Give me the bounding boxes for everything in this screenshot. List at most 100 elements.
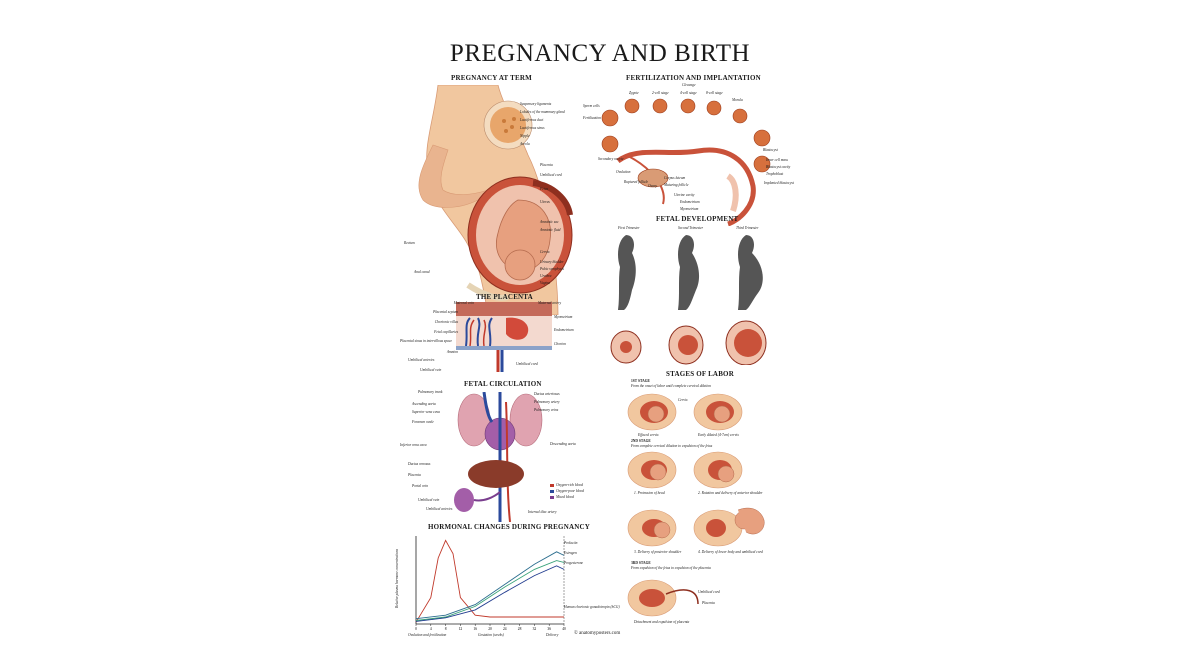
label-uterine-cavity: Uterine cavity [674, 193, 695, 197]
series-label-hcg: Human chorionic gonadotropin (hCG) [564, 605, 620, 609]
label-placenta: Placenta [540, 163, 553, 167]
label-secondary-oocyte: Secondary oocyte [598, 157, 624, 161]
label-first-trimester: First Trimester [618, 226, 640, 230]
legend-swatch-oxygen-rich [550, 483, 554, 487]
label-rectum: Rectum [404, 241, 415, 245]
label-amniotic-sac: Amniotic sac [540, 220, 559, 224]
label-blastocyst-cavity: Blastocyst cavity [766, 165, 791, 169]
label-foramen-ovale: Foramen ovale [412, 420, 434, 424]
label-ruptured-follicle: Ruptured follicle [624, 180, 649, 184]
label-stage3-desc: From expulsion of the fetus to expulsion… [631, 566, 711, 570]
label-morula: Morula [732, 98, 743, 102]
chart-x-tick-label: 16 [473, 627, 477, 631]
label-stage1-desc: From the onset of labor until complete c… [631, 384, 711, 388]
section-title-stages-of-labor: STAGES OF LABOR [666, 370, 734, 378]
series-line-progesterone [415, 565, 565, 622]
chart-x-tick-label: 20 [488, 627, 492, 631]
section-title-hormonal-changes: HORMONAL CHANGES DURING PREGNANCY [428, 523, 590, 531]
legend-label-mixed: Mixed blood [556, 495, 575, 499]
label-amnion: Amnion [446, 350, 458, 354]
label-suspensory-ligaments: Suspensory ligaments [520, 102, 552, 106]
label-urinary-bladder: Urinary bladder [540, 260, 564, 264]
series-label-estrogen: Estrogen [564, 551, 577, 555]
label-anterior-shoulder: 2. Rotation and delivery of anterior sho… [698, 491, 763, 495]
label-endometrium-placenta: Endometrium [554, 328, 574, 332]
label-pulmonary-artery: Pulmonary artery [534, 400, 560, 404]
label-fertilization: Fertilization [583, 116, 601, 120]
series-line-human-chorionic-gonadotropin-hcg [415, 539, 564, 623]
label-corpus-luteum: Corpus luteum [664, 176, 686, 180]
label-2-cell: 2-cell stage [652, 91, 669, 95]
label-internal-iliac-artery: Internal iliac artery [528, 510, 557, 514]
label-fetus: Fetus [540, 187, 548, 191]
label-inferior-vena-cava: Inferior vena cava [400, 443, 427, 447]
label-ovary: Ovary [648, 184, 657, 188]
label-labor-cervix: Cervix [678, 398, 688, 402]
label-zygote: Zygote [629, 91, 639, 95]
label-maturing-follicle: Maturing follicle [664, 183, 689, 187]
chart-delivery-label: Delivery [546, 633, 559, 637]
section-title-fetal-development: FETAL DEVELOPMENT [656, 215, 739, 223]
label-4-cell: 4-cell stage [680, 91, 697, 95]
label-fetal-capillaries: Fetal capillaries [434, 330, 458, 334]
circulation-legend: Oxygen-rich blood Oxygen-poor blood Mixe… [550, 482, 584, 500]
chart-x-tick-label: 28 [518, 627, 522, 631]
label-ovulation: Ovulation [616, 170, 631, 174]
chart-x-tick-label: 4 [430, 627, 432, 631]
label-myometrium-placenta: Myometrium [554, 315, 573, 319]
label-umbilical-vein-placenta: Umbilical vein [420, 368, 442, 372]
label-uterus: Uterus [540, 200, 550, 204]
label-placental-septum: Placental septum [433, 310, 458, 314]
fetal-development-illustration [610, 235, 767, 365]
poster-title: PREGNANCY AND BIRTH [449, 40, 751, 67]
section-title-placenta: THE PLACENTA [476, 293, 533, 301]
label-pubic-symphysis: Pubic symphysis [540, 267, 564, 271]
label-anal-canal: Anal canal [414, 270, 430, 274]
series-label-prolactin: Prolactin [564, 541, 578, 545]
label-umbilical-cord: Umbilical cord [540, 173, 562, 177]
label-urethra: Urethra [540, 274, 552, 278]
label-pulmonary-trunk: Pulmonary trunk [418, 390, 443, 394]
legend-label-oxygen-rich: Oxygen-rich blood [556, 483, 584, 487]
label-ductus-arteriosus: Ductus arteriosus [534, 392, 560, 396]
chart-x-tick-label: 36 [547, 627, 551, 631]
chart-x-tick-label: 0 [415, 627, 417, 631]
label-second-trimester: Second Trimester [678, 226, 704, 230]
label-implanted-blastocyst: Implanted blastocyst [764, 181, 794, 185]
label-umbilical-cord-labor: Umbilical cord [698, 590, 720, 594]
label-ascending-aorta: Ascending aorta [412, 402, 436, 406]
poster: PREGNANCY AND BIRTH PREGNANCY AT TERM Su… [395, 30, 802, 650]
label-early-dilated-cervix: Early dilated (4-7cm) cervix [698, 433, 739, 437]
label-stage2: 2ND STAGE [631, 439, 651, 443]
section-title-fetal-circulation: FETAL CIRCULATION [464, 380, 542, 388]
label-nipple: Nipple [520, 134, 530, 138]
chart-x-tick-label: 40 [562, 627, 566, 631]
label-superior-vena-cava: Superior vena cava [412, 410, 440, 414]
series-line-prolactin [415, 551, 565, 620]
label-myometrium: Myometrium [680, 207, 699, 211]
label-protrusion-of-head: 1. Protrusion of head [634, 491, 665, 495]
legend-mixed: Mixed blood [550, 494, 584, 500]
label-stage1: 1ST STAGE [631, 379, 650, 383]
label-effaced-cervix: Effaced cervix [638, 433, 659, 437]
chart-x-tick-label: 12 [459, 627, 463, 631]
chart-ovulation-label: Ovulation and fertilization [408, 633, 447, 637]
fertilization-illustration [601, 98, 771, 226]
chart-x-tick-label: 8 [445, 627, 447, 631]
label-umbilical-arteries-placenta: Umbilical arteries [408, 358, 435, 362]
placenta-illustration [456, 302, 552, 372]
label-maternal-vein: Maternal vein [453, 301, 474, 305]
label-inner-cell-mass: Inner cell mass [766, 158, 788, 162]
label-placental-sinus: Placental sinus in intervillous space [400, 339, 453, 343]
label-detachment-placenta: Detachment and expulsion of placenta [634, 620, 690, 624]
section-title-fertilization: FERTILIZATION AND IMPLANTATION [626, 74, 761, 82]
label-portal-vein: Portal vein [412, 484, 429, 488]
legend-oxygen-poor: Oxygen-poor blood [550, 488, 584, 494]
chart-x-tick-label: 24 [503, 627, 507, 631]
series-line-estrogen [415, 560, 565, 621]
chart-ylabel: Relative plasma hormone concentrations [395, 549, 399, 608]
label-chorionic-villus: Chorionic villus [434, 320, 458, 324]
label-cervix: Cervix [540, 250, 550, 254]
label-blastocyst: Blastocyst [763, 148, 778, 152]
